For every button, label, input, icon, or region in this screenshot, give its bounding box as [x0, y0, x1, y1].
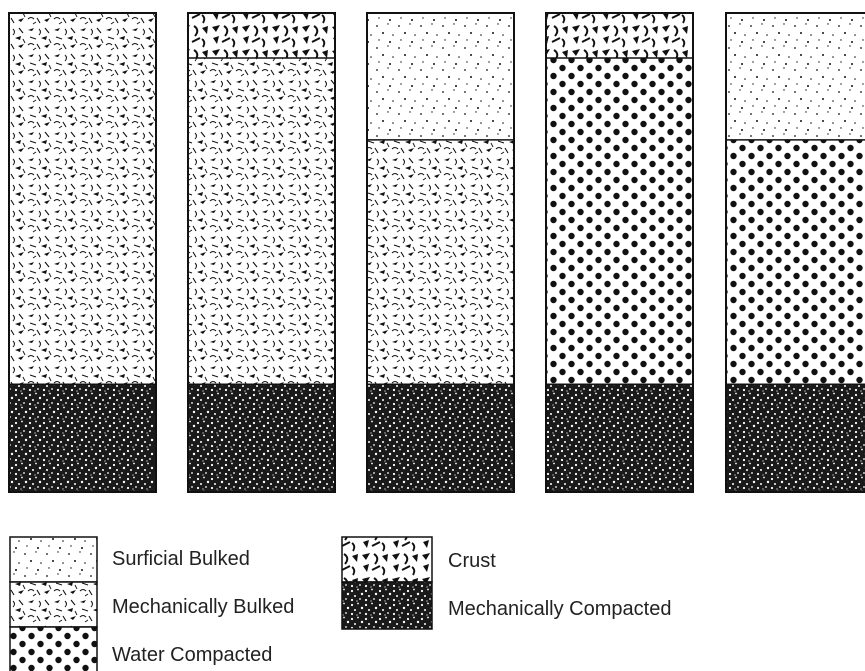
column-border — [545, 12, 694, 493]
legend-label-mechanically-compacted: Mechanically Compacted — [448, 598, 671, 620]
layer-mechanically-bulked — [367, 139, 514, 385]
layer-surficial-bulked — [726, 13, 865, 140]
layer-mechanically-compacted — [9, 384, 156, 492]
soil-column-1 — [8, 12, 157, 493]
legend-label-crust: Crust — [448, 550, 496, 572]
layer-crust — [188, 13, 335, 59]
soil-column-5 — [725, 12, 865, 493]
layer-mechanically-compacted — [188, 384, 335, 492]
legend-swatch-surficial-bulked — [9, 536, 98, 583]
layer-water-compacted — [726, 139, 865, 385]
layer-surficial-bulked — [367, 13, 514, 140]
layer-mechanically-compacted — [546, 384, 693, 492]
legend-swatch-mechanically-compacted — [341, 581, 433, 630]
soil-columns — [8, 12, 865, 493]
legend-swatch-water-compacted — [9, 626, 98, 671]
column-border — [8, 12, 157, 493]
layer-crust — [546, 13, 693, 59]
layer-mechanically-compacted — [726, 384, 865, 492]
legend-swatch-crust — [341, 536, 433, 583]
layer-mechanically-bulked — [188, 58, 335, 385]
layer-mechanically-bulked — [9, 13, 156, 385]
legend-label-surficial-bulked: Surficial Bulked — [112, 548, 250, 570]
soil-column-3 — [366, 12, 515, 493]
legend-label-water-compacted: Water Compacted — [112, 644, 272, 666]
column-border — [187, 12, 336, 493]
legend-swatch-mechanically-bulked — [9, 581, 98, 628]
legend: Surficial Bulked Mechanically Bulked Wat… — [9, 536, 671, 671]
layer-water-compacted — [546, 58, 693, 385]
legend-label-mechanically-bulked: Mechanically Bulked — [112, 596, 294, 618]
layer-mechanically-compacted — [367, 384, 514, 492]
column-border — [725, 12, 865, 493]
soil-column-4 — [545, 12, 694, 493]
soil-column-2 — [187, 12, 336, 493]
column-border — [366, 12, 515, 493]
